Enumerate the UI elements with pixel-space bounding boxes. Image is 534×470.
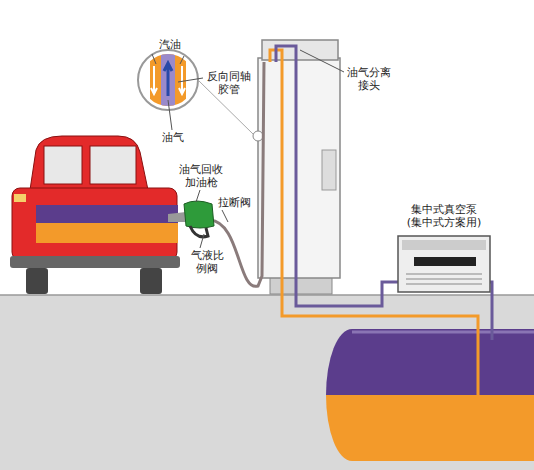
hose-label: 反向同轴胶管 — [204, 70, 254, 96]
nozzle — [168, 201, 214, 237]
vapor-pipe — [276, 46, 398, 306]
connector-label: 油气分离接头 — [344, 66, 394, 92]
vapor-label: 油气 — [158, 131, 188, 144]
valve-label: 气液比例阀 — [188, 249, 226, 275]
storage-tank — [326, 329, 534, 461]
nozzle-label: 油气回收加油枪 — [176, 163, 226, 189]
hose-detail — [138, 40, 253, 134]
breakaway-label: 拉断阀 — [214, 196, 254, 209]
fuel-label: 汽油 — [150, 38, 190, 51]
vacuum-pump — [398, 236, 490, 292]
leader-lines — [152, 50, 344, 248]
pump-box: 集中式真空泵 (集中式方案用) — [398, 236, 490, 292]
car — [10, 136, 180, 294]
pump-heading: 集中式真空泵 (集中式方案用) — [406, 203, 483, 231]
